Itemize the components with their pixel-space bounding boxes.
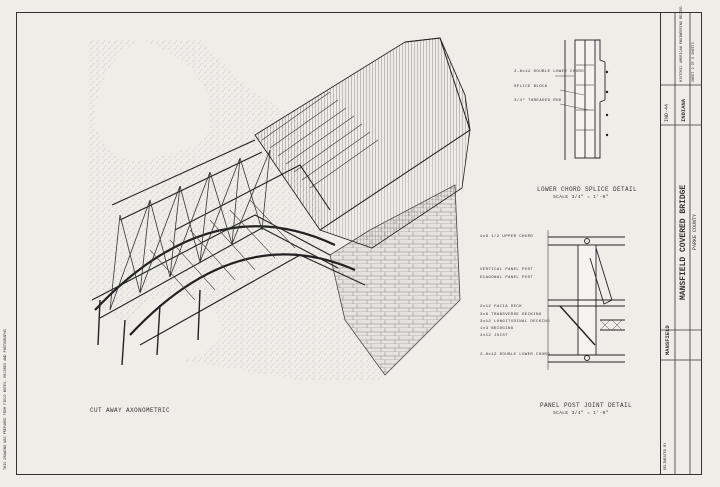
axonometric-caption: CUT AWAY AXONOMETRIC	[90, 407, 171, 414]
roof-rafters	[261, 91, 379, 189]
county-label: PARKE COUNTY	[692, 213, 698, 250]
joint-label-0: 4x9 1/2 UPPER CHORD	[480, 235, 534, 239]
joint-label-3: 2x12 FACIA DECK	[480, 305, 523, 309]
delineator-label: DELINEATED BY	[664, 442, 668, 470]
sheet-border	[16, 12, 702, 475]
burr-arch-2	[129, 253, 356, 336]
splice-detail-drawing	[555, 39, 609, 160]
splice-detail-title: LOWER CHORD SPLICE DETAIL	[537, 186, 638, 193]
river-clearing	[95, 40, 211, 161]
joint-label-2: DIAGONAL PANEL POST	[480, 276, 534, 280]
splice-label-rod: 3/4" THREADED ROD	[514, 99, 562, 103]
joint-label-5: 3x12 LONGITUDINAL DECKING	[480, 320, 551, 324]
splice-detail-scale: SCALE 3/4" = 1'-0"	[553, 195, 609, 200]
joint-label-8: 2-8x12 DOUBLE LOWER CHORD	[480, 353, 551, 357]
joint-detail-scale: SCALE 3/4" = 1'-0"	[553, 411, 609, 416]
joint-label-6: 1x3 BRIDGING	[480, 327, 514, 331]
joint-label-7: 4x12 JOIST	[480, 334, 509, 338]
timber-piles	[97, 289, 201, 366]
joint-label-1: VERTICAL PANEL POST	[480, 268, 534, 272]
truss-posts	[109, 149, 271, 311]
project-title: MANSFIELD COVERED BRIDGE	[679, 184, 688, 300]
deck-joists	[149, 199, 296, 301]
splice-label-chord: 2-8x12 DOUBLE LOWER CHORD	[514, 70, 585, 74]
town-label: MANSFIELD	[664, 325, 671, 355]
left-margin-note: THIS DRAWING WAS PREPARED FROM FIELD NOT…	[4, 329, 8, 470]
sheet-number: SHEET 2 OF 6 SHEETS	[692, 42, 696, 82]
agency-label: HISTORIC AMERICAN ENGINEERING RECORD	[680, 6, 684, 82]
roof-ridge	[404, 37, 471, 131]
joint-label-4: 3x8 TRANSVERSE DECKING	[480, 313, 542, 317]
state-label: INDIANA	[680, 98, 687, 122]
bridge-siding	[319, 129, 471, 249]
title-block	[660, 12, 702, 475]
title-block-lines	[660, 12, 702, 475]
joint-detail-drawing	[547, 230, 625, 370]
survey-number: IND-44	[664, 103, 670, 122]
splice-label-block: SPLICE BLOCK	[514, 85, 548, 89]
joint-detail-title: PANEL POST JOINT DETAIL	[540, 402, 633, 409]
